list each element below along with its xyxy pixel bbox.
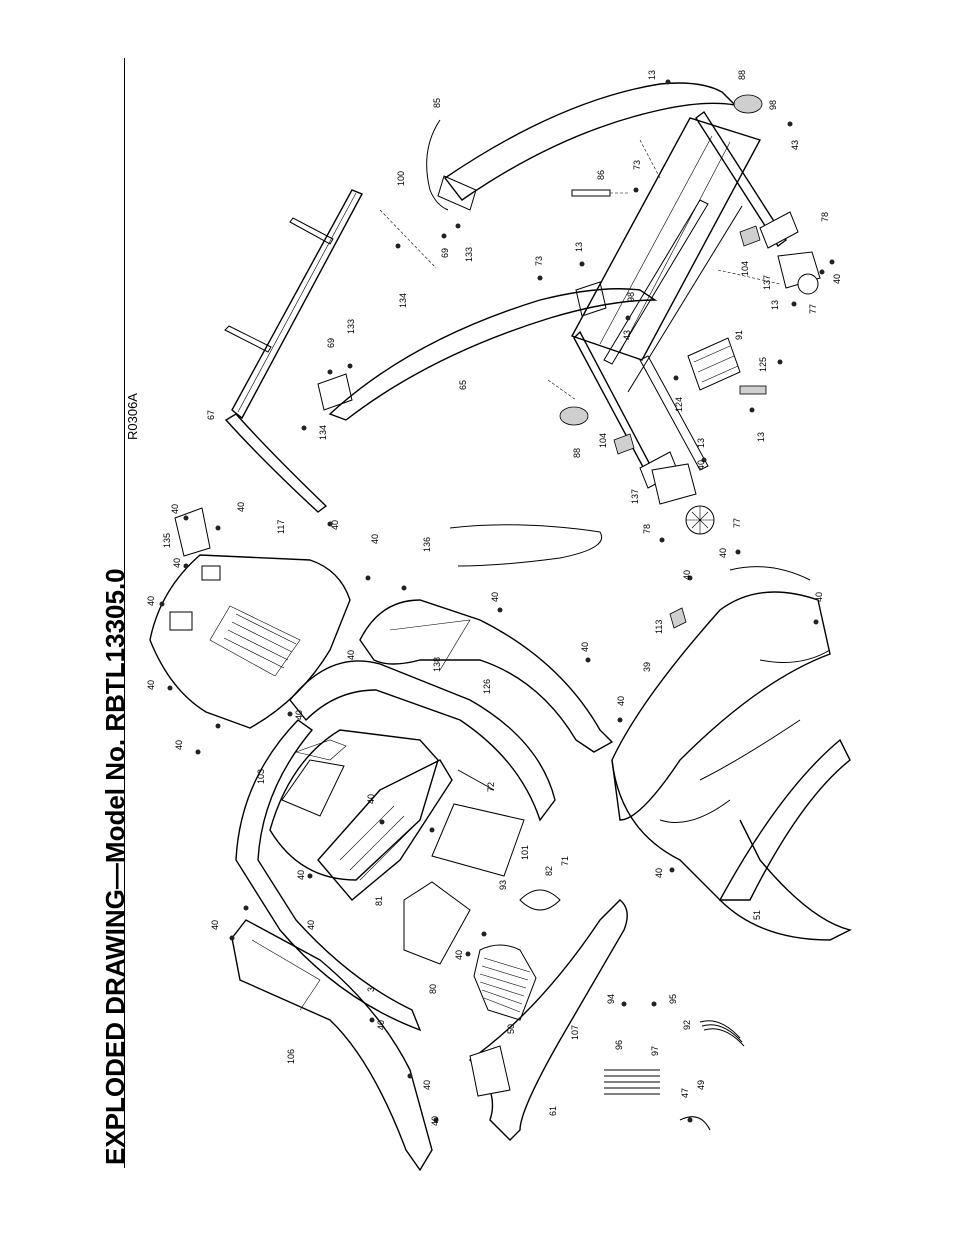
callout-96: 96 (614, 1040, 624, 1050)
callout-40: 40 (454, 950, 464, 960)
callout-137: 137 (630, 489, 640, 504)
upright-frame (224, 82, 821, 535)
callout-40: 40 (682, 570, 692, 580)
callout-13: 13 (696, 438, 706, 448)
callout-40: 40 (170, 504, 180, 514)
callout-98: 98 (626, 292, 636, 302)
callout-93: 93 (498, 880, 508, 890)
callout-40: 40 (366, 794, 376, 804)
callout-124: 124 (674, 397, 684, 412)
callout-92: 92 (682, 1020, 692, 1030)
callout-106: 106 (286, 1049, 296, 1064)
callout-117: 117 (276, 520, 286, 534)
callout-82: 82 (544, 866, 554, 876)
callout-40: 40 (210, 920, 220, 930)
callout-40: 40 (236, 502, 246, 512)
part-callouts: 13 88 98 43 85 73 86 100 69 133 78 104 1… (146, 70, 842, 1126)
callout-135: 135 (162, 533, 172, 548)
callout-40: 40 (330, 520, 340, 530)
callout-98: 98 (768, 100, 778, 110)
callout-61: 61 (548, 1106, 558, 1116)
callout-103: 103 (256, 769, 266, 784)
callout-40: 40 (174, 740, 184, 750)
callout-40: 40 (580, 642, 590, 652)
callout-88: 88 (737, 70, 747, 80)
callout-73: 73 (632, 160, 642, 170)
callout-125: 125 (758, 357, 768, 372)
callout-104: 104 (598, 433, 608, 448)
callout-95: 95 (668, 994, 678, 1004)
callout-43: 43 (790, 140, 800, 150)
hood-assembly (611, 566, 853, 941)
callout-69: 69 (326, 338, 336, 348)
callout-40: 40 (696, 460, 706, 470)
callout-49: 49 (696, 1080, 706, 1090)
callout-50: 50 (506, 1024, 516, 1034)
callout-138: 138 (432, 657, 442, 672)
callout-107: 107 (570, 1025, 580, 1040)
callout-104: 104 (740, 261, 750, 276)
callout-51: 51 (752, 910, 762, 920)
callout-40: 40 (490, 592, 500, 602)
callout-137: 137 (762, 275, 772, 290)
callout-40: 40 (146, 680, 156, 690)
callout-78: 78 (642, 524, 652, 534)
callout-69: 69 (440, 248, 450, 258)
callout-113: 113 (654, 620, 664, 634)
callout-40: 40 (306, 920, 316, 930)
callout-86: 86 (596, 170, 606, 180)
callout-71: 71 (560, 856, 570, 866)
callout-47: 47 (680, 1088, 690, 1098)
callout-40: 40 (146, 596, 156, 606)
callout-81: 81 (374, 896, 384, 906)
callout-13: 13 (770, 300, 780, 310)
callout-40: 40 (430, 1116, 440, 1126)
callout-40: 40 (718, 548, 728, 558)
callout-40: 40 (294, 710, 304, 720)
callout-134: 134 (318, 425, 328, 440)
callout-100: 100 (396, 171, 406, 186)
callout-40: 40 (376, 1020, 386, 1030)
callout-40: 40 (370, 534, 380, 544)
callout-40: 40 (296, 870, 306, 880)
fastener-markers (159, 79, 835, 1123)
callout-91: 91 (734, 330, 744, 340)
callout-78: 78 (820, 212, 830, 222)
callout-77: 77 (808, 304, 818, 314)
callout-40: 40 (346, 650, 356, 660)
callout-77: 77 (732, 518, 742, 528)
callout-72: 72 (486, 782, 496, 792)
callout-40: 40 (422, 1080, 432, 1090)
callout-88: 88 (572, 448, 582, 458)
callout-67: 67 (206, 410, 216, 420)
callout-40: 40 (172, 558, 182, 568)
callout-13: 13 (574, 242, 584, 252)
callout-40: 40 (832, 274, 842, 284)
callout-136: 136 (422, 537, 432, 552)
console-assembly (149, 507, 745, 1172)
callout-134: 134 (398, 293, 408, 308)
callout-133: 133 (464, 247, 474, 262)
callout-65: 65 (458, 380, 468, 390)
callout-40: 40 (814, 592, 824, 602)
callout-80: 80 (428, 984, 438, 994)
callout-97: 97 (650, 1046, 660, 1056)
title-rule (124, 58, 125, 1168)
callout-85: 85 (432, 98, 442, 108)
callout-40: 40 (616, 696, 626, 706)
callout-40: 40 (654, 868, 664, 878)
callout-13: 13 (756, 432, 766, 442)
callout-126: 126 (482, 679, 492, 694)
callout-101: 101 (520, 845, 530, 860)
callout-94: 94 (606, 994, 616, 1004)
callout-39: 39 (642, 662, 652, 672)
callout-13: 13 (647, 70, 657, 80)
callout-3: 3 (366, 987, 376, 992)
callout-73: 73 (534, 256, 544, 266)
callout-43: 43 (622, 330, 632, 340)
callout-133: 133 (346, 319, 356, 334)
